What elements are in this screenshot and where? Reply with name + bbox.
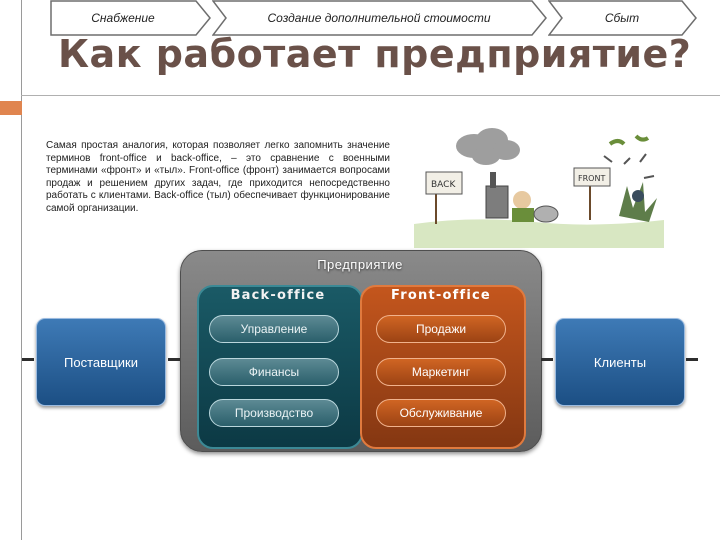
slide-title: Как работает предприятие? <box>58 32 692 76</box>
process-arrow-sales: Сбыт <box>548 0 698 36</box>
suppliers-box: Поставщики <box>36 318 166 406</box>
back-office-item-production: Производство <box>209 399 339 427</box>
back-office-item-management: Управление <box>209 315 339 343</box>
front-office-title: Front-office <box>391 288 491 303</box>
process-arrow-label: Сбыт <box>604 11 640 25</box>
enterprise-label: Предприятие <box>317 257 403 272</box>
process-arrow-supply: Снабжение <box>50 0 212 36</box>
back-office-item-finance: Финансы <box>209 358 339 386</box>
back-front-cartoon-illustration: BACK FRONT <box>414 128 664 248</box>
process-arrow-value-creation: Создание дополнительной стоимости <box>212 0 548 36</box>
connector-dash <box>22 358 34 361</box>
front-office-item-service: Обслуживание <box>376 399 506 427</box>
clients-box: Клиенты <box>555 318 685 406</box>
process-arrow-label: Снабжение <box>91 11 155 25</box>
back-office-title: Back-office <box>230 288 326 303</box>
left-rule <box>21 0 22 540</box>
front-sign-icon: FRONT <box>573 167 611 220</box>
front-office-item-sales: Продажи <box>376 315 506 343</box>
process-arrow-label: Создание дополнительной стоимости <box>267 11 491 25</box>
front-office-item-marketing: Маркетинг <box>376 358 506 386</box>
connector-dash <box>168 358 180 361</box>
title-divider <box>21 95 720 96</box>
accent-tab <box>0 101 22 115</box>
back-sign-icon: BACK <box>425 171 463 224</box>
intro-paragraph: Самая простая аналогия, которая позволяе… <box>46 140 390 214</box>
connector-dash <box>541 358 553 361</box>
connector-dash <box>686 358 698 361</box>
back-sign-text: BACK <box>431 180 456 190</box>
front-sign-text: FRONT <box>578 174 605 183</box>
